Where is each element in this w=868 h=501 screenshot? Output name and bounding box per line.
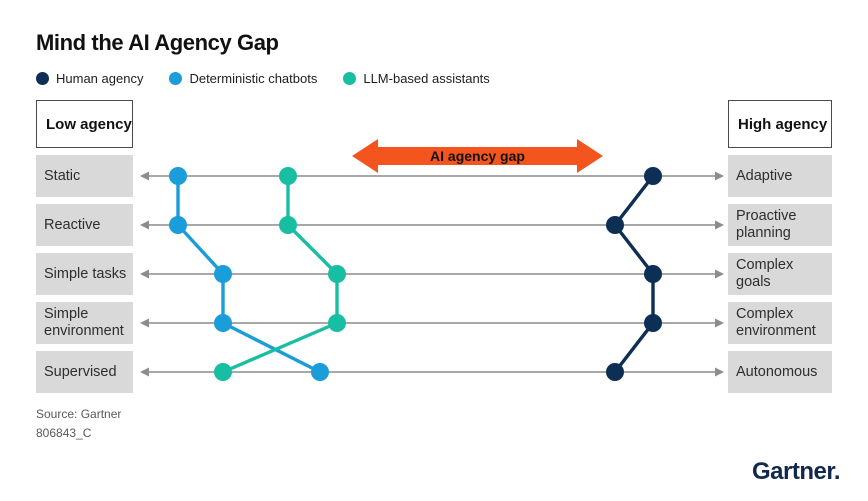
ai-agency-gap-label: AI agency gap [430,148,525,164]
legend-dot-deterministic-chatbots [169,72,183,85]
row-label-right-complex-goals: Complex goals [728,253,832,295]
row-label-left-supervised: Supervised [36,351,133,393]
data-point-human-agency [644,167,662,185]
axis-arrow-left-icon [140,367,149,377]
row-label-left-simple-environment: Simple environment [36,302,133,344]
data-point-llm-based-assistants [279,216,297,234]
axis-arrow-right-icon [715,171,724,181]
page-title: Mind the AI Agency Gap [36,30,279,55]
data-point-human-agency [644,314,662,332]
data-point-human-agency [606,216,624,234]
legend-dot-llm-based-assistants [343,72,357,85]
axis-arrow-right-icon [715,318,724,328]
row-label-left-simple-tasks: Simple tasks [36,253,133,295]
row-label-right-autonomous: Autonomous [728,351,832,393]
axis-arrow-left-icon [140,318,149,328]
axis-arrow-right-icon [715,269,724,279]
row-label-left-static: Static [36,155,133,197]
axis-arrow-left-icon [140,220,149,230]
data-point-deterministic-chatbots [169,216,187,234]
gartner-logo: Gartner. [752,458,841,485]
high-agency-header: High agency [728,100,832,148]
axis-arrow-right-icon [715,220,724,230]
axis-arrow-right-icon [715,367,724,377]
data-point-deterministic-chatbots [169,167,187,185]
data-point-human-agency [644,265,662,283]
data-point-deterministic-chatbots [214,314,232,332]
row-label-right-adaptive: Adaptive [728,155,832,197]
axis-arrow-left-icon [140,171,149,181]
data-point-deterministic-chatbots [214,265,232,283]
data-point-llm-based-assistants [279,167,297,185]
row-label-right-complex-environment: Complex environment [728,302,832,344]
legend-item-human-agency: Human agency [36,71,143,86]
figure-id: 806843_C [36,426,92,440]
row-label-right-proactive-planning: Proactive planning [728,204,832,246]
legend-label: Deterministic chatbots [189,71,318,86]
legend-item-deterministic-chatbots: Deterministic chatbots [169,71,317,86]
data-point-human-agency [606,363,624,381]
legend-label: Human agency [56,71,144,86]
legend-item-llm-based-assistants: LLM-based assistants [343,71,490,86]
data-point-deterministic-chatbots [311,363,329,381]
data-point-llm-based-assistants [328,314,346,332]
legend-dot-human-agency [36,72,49,85]
legend: Human agency Deterministic chatbots LLM-ba… [36,71,490,86]
legend-label: LLM-based assistants [363,71,490,86]
data-point-llm-based-assistants [214,363,232,381]
source-block: Source: Gartner 806843_C [36,405,121,443]
row-label-left-reactive: Reactive [36,204,133,246]
data-point-llm-based-assistants [328,265,346,283]
axis-arrow-left-icon [140,269,149,279]
source-text: Source: Gartner [36,407,122,421]
low-agency-header: Low agency [36,100,133,148]
ai-agency-gap-arrow-icon [352,139,603,173]
